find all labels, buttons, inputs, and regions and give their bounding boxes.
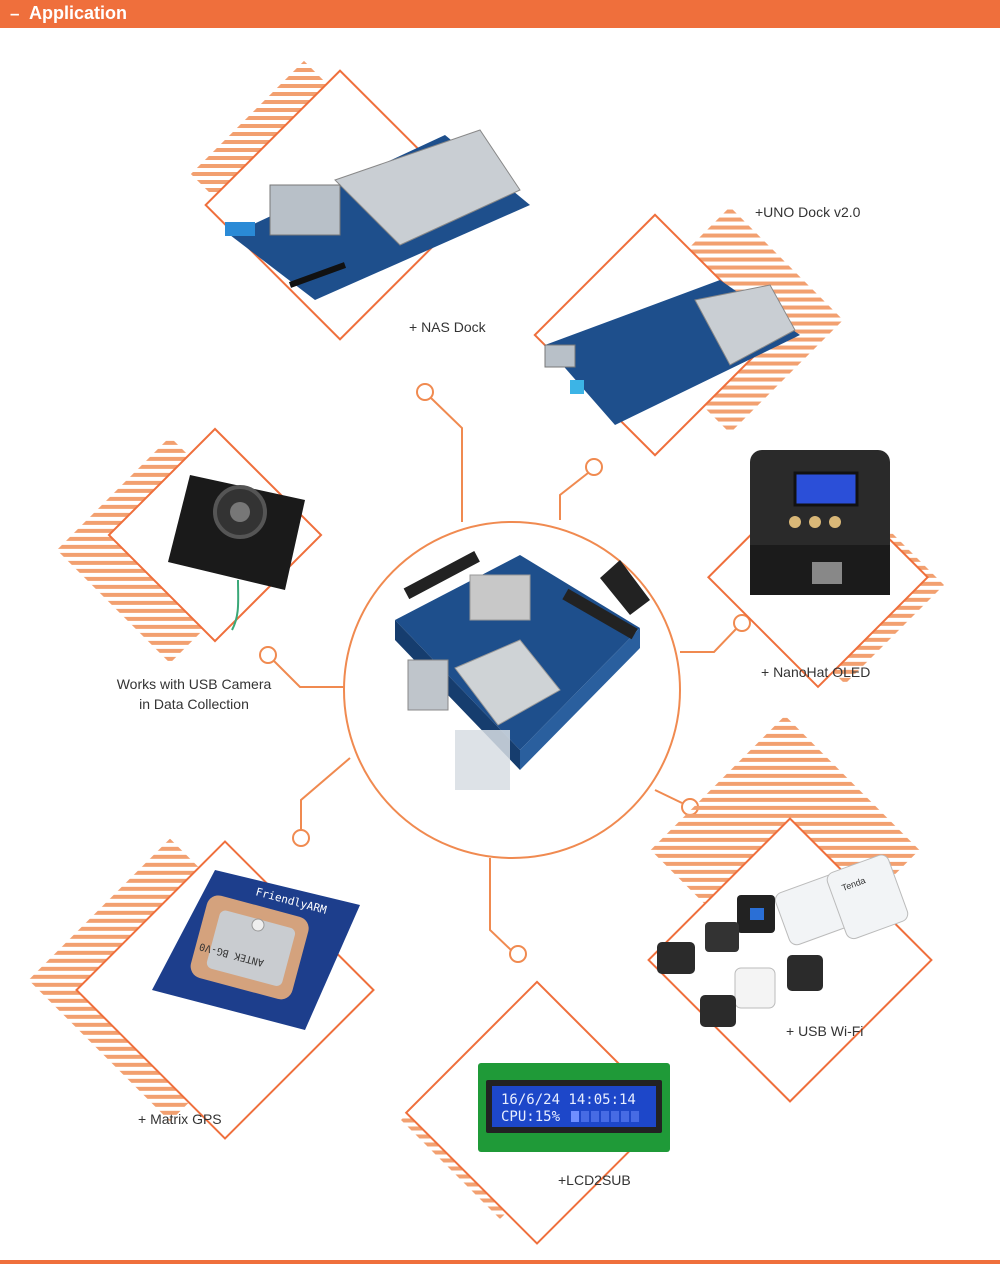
connector-node-lower-left (292, 829, 310, 847)
label-nanohat-oled: + NanoHat OLED (761, 664, 871, 680)
connector-node-right (733, 614, 751, 632)
usb-port (407, 659, 449, 711)
lcd-line-2: CPU:15% (501, 1109, 561, 1125)
central-board (343, 521, 681, 859)
label-lcd2sub: +LCD2SUB (558, 1172, 631, 1188)
uno-dock-module (533, 206, 844, 457)
nas-dock-module (190, 60, 530, 341)
label-usb-wifi: + USB Wi-Fi (786, 1023, 864, 1039)
nanohat-oled-module (706, 450, 944, 689)
footer-line (0, 1260, 1000, 1264)
label-matrix-gps: + Matrix GPS (138, 1111, 222, 1127)
usb-wifi-module: Tenda (647, 715, 933, 1103)
label-nas-dock: + NAS Dock (409, 319, 486, 335)
header-dash: – (10, 4, 20, 23)
label-usb-camera: Works with USB Camera in Data Collection (104, 674, 284, 714)
usb-camera-module (56, 427, 323, 664)
ethernet-cable (455, 730, 510, 790)
connector-node-upper-right (585, 458, 603, 476)
lcd-progress-bars (571, 1111, 639, 1122)
section-title: Application (29, 3, 127, 23)
lcd-line-1: 16/6/24 14:05:14 (501, 1092, 636, 1108)
section-header: – Application (0, 0, 1000, 28)
connector-lines (259, 383, 751, 963)
label-uno-dock: +UNO Dock v2.0 (755, 204, 861, 220)
matrix-gps-module: FriendlyARM ANTEK BG-V0 (28, 838, 375, 1140)
label-usb-camera-line-1: Works with USB Camera (116, 676, 272, 692)
lcd2sub-module: 16/6/24 14:05:14 CPU:15% (401, 980, 670, 1245)
power-cable (600, 560, 650, 615)
connector-node-top (416, 383, 434, 401)
sd-slot (469, 574, 531, 621)
label-usb-camera-line-2: in Data Collection (139, 696, 249, 712)
connector-node-left (259, 646, 277, 664)
connector-node-bottom (509, 945, 527, 963)
